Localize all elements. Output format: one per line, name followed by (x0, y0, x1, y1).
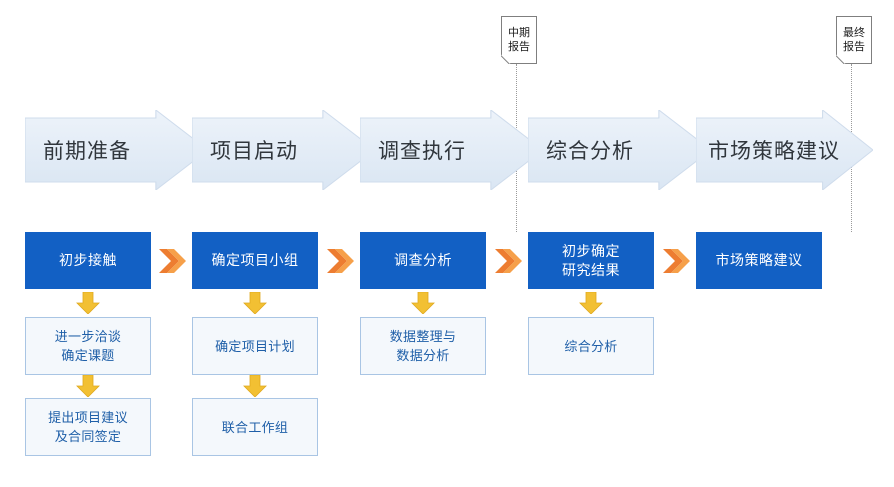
banner-arrow-shape (360, 110, 543, 190)
down-arrow-icon (579, 291, 603, 315)
sub-box-col3-1[interactable]: 数据整理与 数据分析 (360, 317, 486, 375)
step-box-col3-main[interactable]: 调查分析 (360, 232, 486, 289)
chevron-icon-col1-col2 (158, 248, 186, 279)
note-midterm-line2: 报告 (508, 41, 530, 53)
stage-label-prep: 前期准备 (43, 140, 131, 163)
note-final-line1: 最终 (843, 27, 865, 39)
down-arrow-icon-col1-a (76, 291, 100, 319)
page-fold-icon (836, 54, 846, 64)
sub-label-col4-1: 综合分析 (564, 338, 618, 354)
sub-label-col2-1: 确定项目计划 (215, 338, 295, 354)
down-arrow-icon-col1-b (76, 374, 100, 402)
banner-arrow-shape (192, 110, 375, 190)
stage-banner-prep[interactable]: 前期准备 (25, 110, 208, 190)
sub-label-col3-1: 数据整理与 数据分析 (389, 329, 457, 363)
chevron-icon-col3-col4 (494, 248, 522, 279)
banner-arrow-shape (25, 110, 208, 190)
step-box-col5-main[interactable]: 市场策略建议 (696, 232, 822, 289)
step-label-col2-main: 确定项目小组 (211, 252, 299, 268)
step-label-col4-main: 初步确定 研究结果 (562, 242, 620, 278)
double-chevron-icon (159, 249, 186, 273)
stage-label-kickoff: 项目启动 (210, 140, 298, 163)
note-final-line2: 报告 (843, 41, 865, 53)
down-arrow-icon (243, 291, 267, 315)
stage-banner-execute[interactable]: 调查执行 (360, 110, 543, 190)
double-chevron-icon (327, 249, 354, 273)
down-arrow-icon (411, 291, 435, 315)
sub-label-col1-1: 进一步洽谈 确定课题 (54, 329, 122, 363)
chevron-icon-col2-col3 (326, 248, 354, 279)
note-final-report: 最终 报告 (836, 16, 872, 64)
page-fold-icon (501, 54, 511, 64)
sub-label-col2-2: 联合工作组 (221, 419, 289, 435)
step-label-col3-main: 调查分析 (394, 252, 452, 268)
step-box-col1-main[interactable]: 初步接触 (25, 232, 151, 289)
stage-banner-kickoff[interactable]: 项目启动 (192, 110, 375, 190)
sub-box-col2-2[interactable]: 联合工作组 (192, 398, 318, 456)
down-arrow-icon (76, 374, 100, 398)
step-box-col4-main[interactable]: 初步确定 研究结果 (528, 232, 654, 289)
step-label-col5-main: 市场策略建议 (715, 252, 803, 268)
sub-box-col4-1[interactable]: 综合分析 (528, 317, 654, 375)
note-midterm-line1: 中期 (508, 27, 530, 39)
step-label-col1-main: 初步接触 (59, 252, 117, 268)
sub-box-col1-2[interactable]: 提出项目建议 及合同签定 (25, 398, 151, 456)
down-arrow-icon-col3-a (411, 291, 435, 319)
stage-label-execute: 调查执行 (378, 140, 466, 163)
down-arrow-icon-col4-a (579, 291, 603, 319)
stage-banner-strategy[interactable]: 市场策略建议 (696, 110, 873, 190)
sub-box-col1-1[interactable]: 进一步洽谈 确定课题 (25, 317, 151, 375)
note-midterm-report: 中期 报告 (501, 16, 537, 64)
down-arrow-icon (76, 291, 100, 315)
double-chevron-icon (495, 249, 522, 273)
chevron-icon-col4-col5 (662, 248, 690, 279)
stage-label-strategy: 市场策略建议 (708, 140, 840, 163)
down-arrow-icon (243, 374, 267, 398)
sub-box-col2-1[interactable]: 确定项目计划 (192, 317, 318, 375)
stage-label-analyze: 综合分析 (546, 140, 634, 163)
stage-banner-analyze[interactable]: 综合分析 (528, 110, 711, 190)
sub-label-col1-2: 提出项目建议 及合同签定 (48, 410, 128, 444)
down-arrow-icon-col2-b (243, 374, 267, 402)
down-arrow-icon-col2-a (243, 291, 267, 319)
banner-arrow-shape (696, 110, 873, 190)
step-box-col2-main[interactable]: 确定项目小组 (192, 232, 318, 289)
banner-arrow-shape (528, 110, 711, 190)
double-chevron-icon (663, 249, 690, 273)
